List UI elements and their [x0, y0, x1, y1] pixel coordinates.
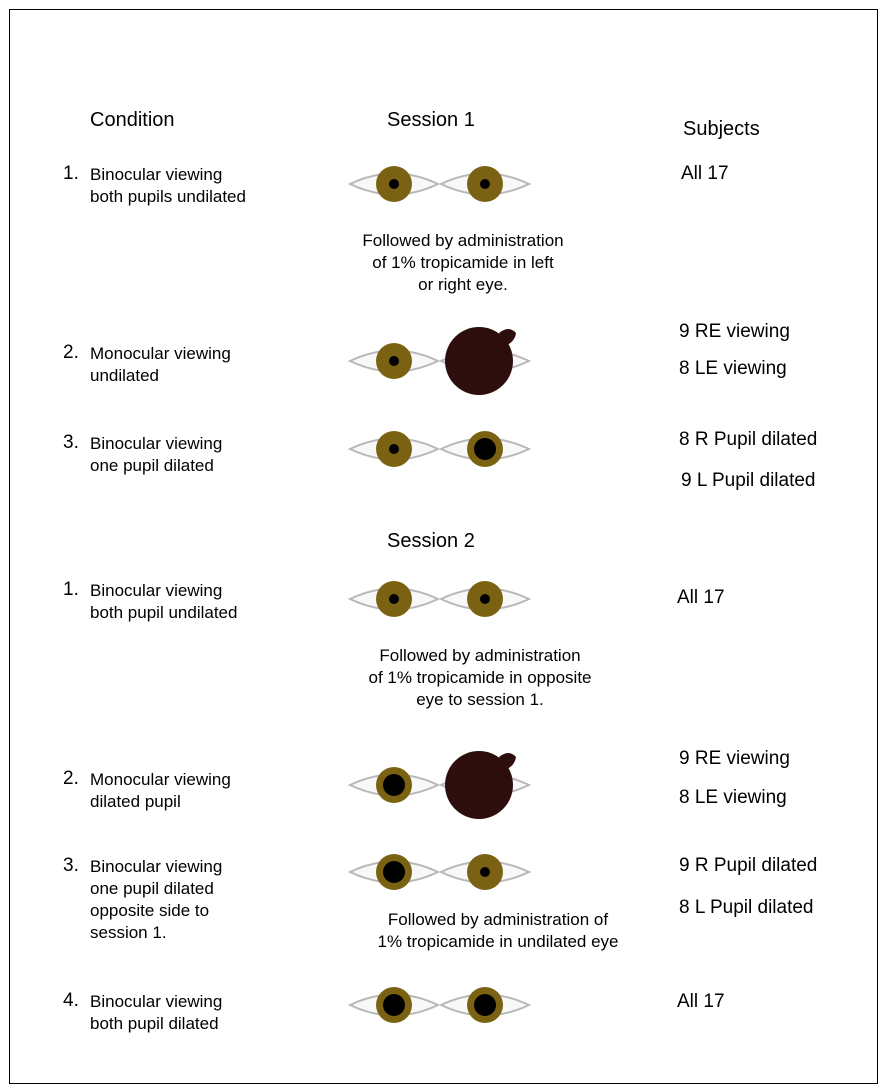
eye-icon — [347, 343, 441, 379]
undilated-pupil-shape — [389, 444, 399, 454]
tropicamide-note: Followed by administration of 1% tropica… — [368, 646, 592, 709]
tropicamide-note: Followed by administration of 1% tropica… — [377, 910, 619, 951]
eye-pair — [347, 854, 532, 890]
subjects-label: 8 LE viewing — [679, 787, 787, 808]
eye-pair — [347, 431, 532, 467]
subjects-header: Subjects — [683, 118, 760, 140]
eye-icon — [347, 581, 441, 617]
condition-header: Condition — [90, 109, 175, 131]
eye-pair — [347, 751, 532, 819]
eye-pair — [347, 987, 532, 1023]
subjects-label: 8 R Pupil dilated — [679, 429, 818, 450]
condition-number: 2. — [63, 768, 79, 789]
subjects-label: 9 RE viewing — [679, 748, 790, 769]
dilated-pupil-shape — [383, 774, 405, 796]
session1-header: Session 1 — [387, 109, 475, 131]
session2-header: Session 2 — [387, 530, 475, 552]
eye-pair — [347, 327, 532, 395]
eye-icon — [438, 327, 532, 395]
undilated-pupil-shape — [389, 594, 399, 604]
dilated-pupil-shape — [474, 994, 496, 1016]
eye-icon — [347, 767, 441, 803]
tropicamide-note: Followed by administration of 1% tropica… — [362, 231, 564, 294]
condition-label: Monocular viewing undilated — [90, 344, 231, 385]
subjects-label: 9 RE viewing — [679, 321, 790, 342]
undilated-pupil-shape — [389, 179, 399, 189]
eye-icon — [438, 751, 532, 819]
eye-pair — [347, 581, 532, 617]
condition-number: 3. — [63, 855, 79, 876]
eye-icon — [347, 987, 441, 1023]
eye-pair — [347, 166, 532, 202]
subjects-label: 8 L Pupil dilated — [679, 897, 814, 918]
condition-number: 3. — [63, 432, 79, 453]
subjects-label: 9 L Pupil dilated — [681, 470, 816, 491]
subjects-label: All 17 — [677, 587, 725, 608]
eye-icon — [347, 854, 441, 890]
eye-icon — [438, 166, 532, 202]
condition-label: Binocular viewing both pupil undilated — [90, 581, 238, 622]
undilated-pupil-shape — [480, 594, 490, 604]
undilated-pupil-shape — [389, 356, 399, 366]
condition-number: 4. — [63, 990, 79, 1011]
eye-icon — [347, 431, 441, 467]
dilated-pupil-shape — [383, 861, 405, 883]
condition-number: 1. — [63, 163, 79, 184]
eye-icon — [438, 431, 532, 467]
occluder-icon — [445, 751, 516, 819]
condition-label: Binocular viewing one pupil dilated oppo… — [90, 857, 223, 942]
subjects-label: 9 R Pupil dilated — [679, 855, 818, 876]
subjects-label: All 17 — [681, 163, 729, 184]
eye-icon — [438, 581, 532, 617]
figure-frame — [9, 9, 878, 1084]
condition-label: Monocular viewing dilated pupil — [90, 770, 231, 811]
undilated-pupil-shape — [480, 867, 490, 877]
eye-icon — [347, 166, 441, 202]
eye-icon — [438, 854, 532, 890]
subjects-label: 8 LE viewing — [679, 358, 787, 379]
subjects-label: All 17 — [677, 991, 725, 1012]
condition-label: Binocular viewing one pupil dilated — [90, 434, 223, 475]
condition-label: Binocular viewing both pupils undilated — [90, 165, 246, 206]
occluder-icon — [445, 327, 516, 395]
undilated-pupil-shape — [480, 179, 490, 189]
condition-number: 1. — [63, 579, 79, 600]
eye-icon — [438, 987, 532, 1023]
condition-number: 2. — [63, 342, 79, 363]
dilated-pupil-shape — [383, 994, 405, 1016]
condition-label: Binocular viewing both pupil dilated — [90, 992, 223, 1033]
dilated-pupil-shape — [474, 438, 496, 460]
